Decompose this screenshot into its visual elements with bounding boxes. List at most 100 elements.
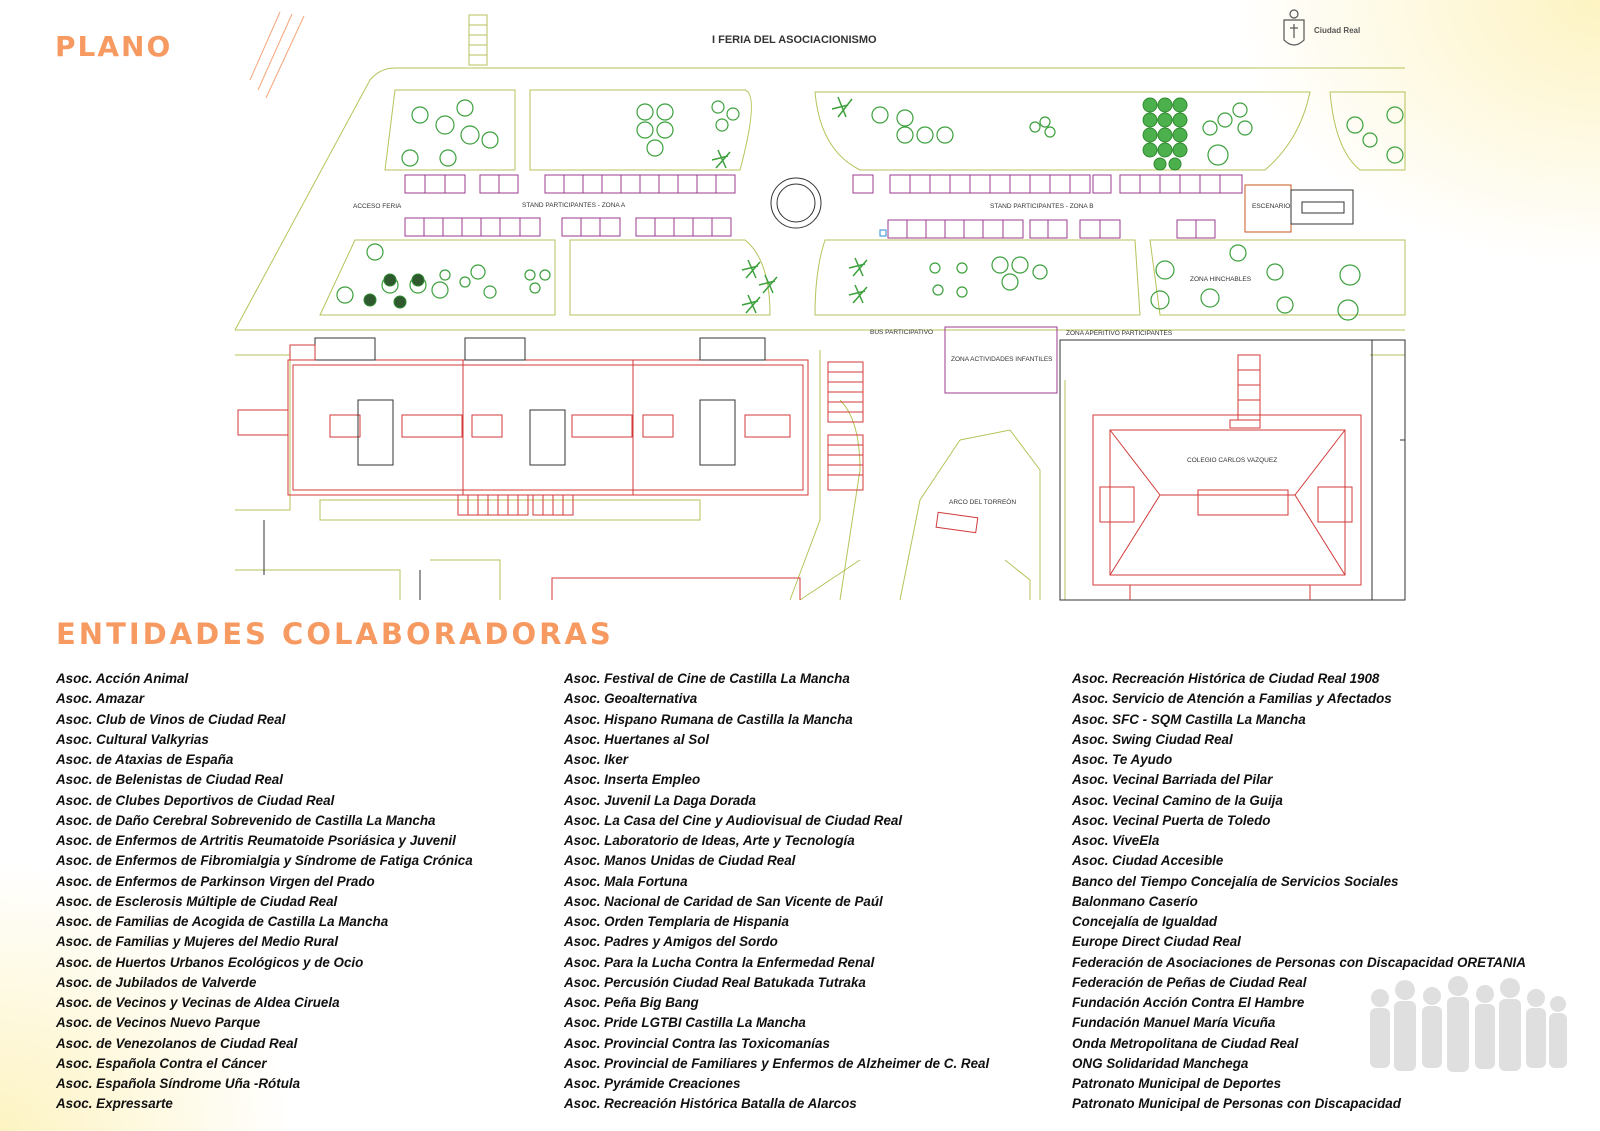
entidad-item: Asoc. de Jubilados de Valverde [56,974,257,990]
entidad-item: Asoc. SFC - SQM Castilla La Mancha [1072,711,1306,727]
entidad-item: Asoc. Orden Templaria de Hispania [564,914,789,929]
entidad-item: Asoc. de Enfermos de Fibromialgia y Sínd… [56,853,473,869]
entidad-item: Asoc. de Ataxias de España [56,752,234,767]
people-silhouette-icon [1370,976,1567,1072]
dense-trees [363,97,1188,309]
entidad-item: Asoc. de Familias de Acogida de Castilla… [56,914,389,929]
map-title: I FERIA DEL ASOCIACIONISMO [712,34,877,46]
entidad-item: Asoc. Peña Big Bang [564,995,699,1010]
stands-zone-b [852,174,1243,239]
plano-heading: PLANO [55,30,173,63]
school-building [1092,414,1362,586]
entidad-item: Asoc. Te Ayudo [1072,752,1173,767]
entidad-item: Asoc. Percusión Ciudad Real Batukada Tut… [564,974,866,990]
entidad-item: Asoc. Mala Fortuna [564,873,688,889]
entidad-item: Patronato Municipal de Personas con Disc… [1072,1096,1401,1112]
entidad-item: Asoc. Manos Unidas de Ciudad Real [564,853,796,869]
label-acceso-feria: ACCESO FERIA [353,203,402,210]
palm-trees [711,96,868,314]
left-building-outline [263,337,766,575]
entidad-item: Asoc. de Esclerosis Múltiple de Ciudad R… [56,893,338,909]
entidad-item: ONG Solidaridad Manchega [1072,1055,1249,1071]
left-building [287,359,809,496]
entidad-item: Asoc. Española Síndrome Uña -Rótula [56,1076,301,1091]
entidad-item: Asoc. de Familias y Mujeres del Medio Ru… [56,934,339,950]
entidad-item: Asoc. Pride LGTBI Castilla La Mancha [564,1015,806,1031]
entidad-item: Asoc. de Clubes Deportivos de Ciudad Rea… [56,792,335,808]
entidad-item: Asoc. Recreación Histórica de Ciudad Rea… [1072,671,1380,686]
entidad-item: Banco del Tiempo Concejalía de Servicios… [1072,873,1399,889]
entidad-item: Asoc. Amazar [56,691,145,707]
entidad-item: Asoc. La Casa del Cine y Audiovisual de … [564,812,903,828]
label-colegio: COLEGIO CARLOS VAZQUEZ [1187,457,1278,464]
entidad-item: Asoc. de Daño Cerebral Sobrevenido de Ca… [56,812,436,828]
entidad-item: Asoc. Para la Lucha Contra la Enfermedad… [564,954,875,970]
entidad-item: Asoc. Festival de Cine de Castilla La Ma… [564,671,850,686]
entidad-item: Asoc. Laboratorio de Ideas, Arte y Tecno… [564,833,855,848]
entidad-item: Asoc. Nacional de Caridad de San Vicente… [564,893,883,909]
entidad-item: Asoc. Padres y Amigos del Sordo [564,934,778,950]
entidad-item: Asoc. Iker [564,752,629,767]
roundabout [770,177,822,229]
top-ladder [468,14,488,66]
logo-text: Ciudad Real [1314,26,1361,35]
city-crest-icon [1283,9,1305,46]
entidades-list-col3: Asoc. Recreación Histórica de Ciudad Rea… [1072,669,1526,1115]
entidad-item: Asoc. ViveEla [1072,833,1160,848]
entidad-item: Europe Direct Ciudad Real [1072,934,1241,950]
entidad-item: Asoc. de Enfermos de Parkinson Virgen de… [56,873,375,889]
entidad-item: Onda Metropolitana de Ciudad Real [1072,1035,1299,1051]
entidad-item: Asoc. de Venezolanos de Ciudad Real [56,1035,298,1051]
entidad-item: Asoc. de Enfermos de Artritis Reumatoide… [56,833,456,848]
label-zona-aperitivo: ZONA APERITIVO PARTICIPANTES [1066,330,1173,337]
stands-zone-a [404,174,736,237]
entidades-heading: ENTIDADES COLABORADORAS [56,617,614,651]
trees [336,99,1404,321]
entidad-item: Asoc. de Huertos Urbanos Ecológicos y de… [56,954,364,970]
label-bus-participativo: BUS PARTICIPATIVO [870,329,934,336]
entidad-item: Fundación Acción Contra El Hambre [1072,995,1305,1010]
entidad-item: Federación de Asociaciones de Personas c… [1072,954,1526,970]
entidad-item: Asoc. de Vecinos y Vecinas de Aldea Ciru… [56,995,340,1010]
entidad-item: Asoc. Vecinal Puerta de Toledo [1072,812,1271,828]
entidad-item: Asoc. Provincial de Familiares y Enfermo… [564,1055,990,1071]
arco-torreon-box [935,511,979,534]
entidad-item: Asoc. Vecinal Camino de la Guija [1072,792,1283,808]
entidades-list-col2: Asoc. Festival de Cine de Castilla La Ma… [564,669,989,1115]
entidad-item: Balonmano Caserío [1072,893,1198,909]
label-arco-torreon: ARCO DEL TORREÓN [949,499,1017,506]
entidad-item: Fundación Manuel María Vicuña [1072,1015,1276,1031]
entidad-item: Asoc. Servicio de Atención a Familias y … [1072,691,1392,707]
entidad-item: Asoc. Provincial Contra las Toxicomanías [564,1035,830,1051]
label-escenario: ESCENARIO [1252,203,1291,210]
entidad-item: Asoc. Club de Vinos de Ciudad Real [56,711,286,727]
street-lines [234,67,1406,601]
entidad-item: Asoc. de Belenistas de Ciudad Real [56,772,283,788]
entidad-item: Asoc. Ciudad Accesible [1072,853,1224,869]
kids-zone-box [944,326,1058,394]
entidad-item: Asoc. Española Contra el Cáncer [56,1055,267,1071]
entidad-item: Federación de Peñas de Ciudad Real [1072,974,1307,990]
label-zona-hinchables: ZONA HINCHABLES [1190,276,1252,283]
entidad-item: Asoc. Huertanes al Sol [564,731,710,747]
entidad-item: Concejalía de Igualdad [1072,914,1218,929]
entidad-item: Patronato Municipal de Deportes [1072,1076,1282,1091]
label-stand-zona-a: STAND PARTICIPANTES - ZONA A [522,202,626,209]
entidad-item: Asoc. Expressarte [56,1096,173,1112]
entidad-item: Asoc. Vecinal Barriada del Pilar [1072,772,1273,788]
entidad-item: Asoc. Cultural Valkyrias [56,731,209,747]
fair-map [234,11,1406,601]
label-zona-actividades: ZONA ACTIVIDADES INFANTILES [951,356,1053,363]
entidad-item: Asoc. Pyrámide Creaciones [564,1076,741,1091]
entidad-item: Asoc. de Vecinos Nuevo Parque [56,1015,261,1031]
entidad-item: Asoc. Acción Animal [56,671,189,686]
entidad-item: Asoc. Geoalternativa [564,691,698,707]
stairs [237,344,1261,516]
title-diagonal-lines [249,11,305,99]
entidad-item: Asoc. Inserta Empleo [564,772,701,788]
entidad-item: Asoc. Hispano Rumana de Castilla la Manc… [564,711,853,727]
entidad-item: Asoc. Swing Ciudad Real [1072,731,1233,747]
entidad-item: Asoc. Juvenil La Daga Dorada [564,792,756,808]
entidad-item: Asoc. Recreación Histórica Batalla de Al… [564,1096,857,1112]
